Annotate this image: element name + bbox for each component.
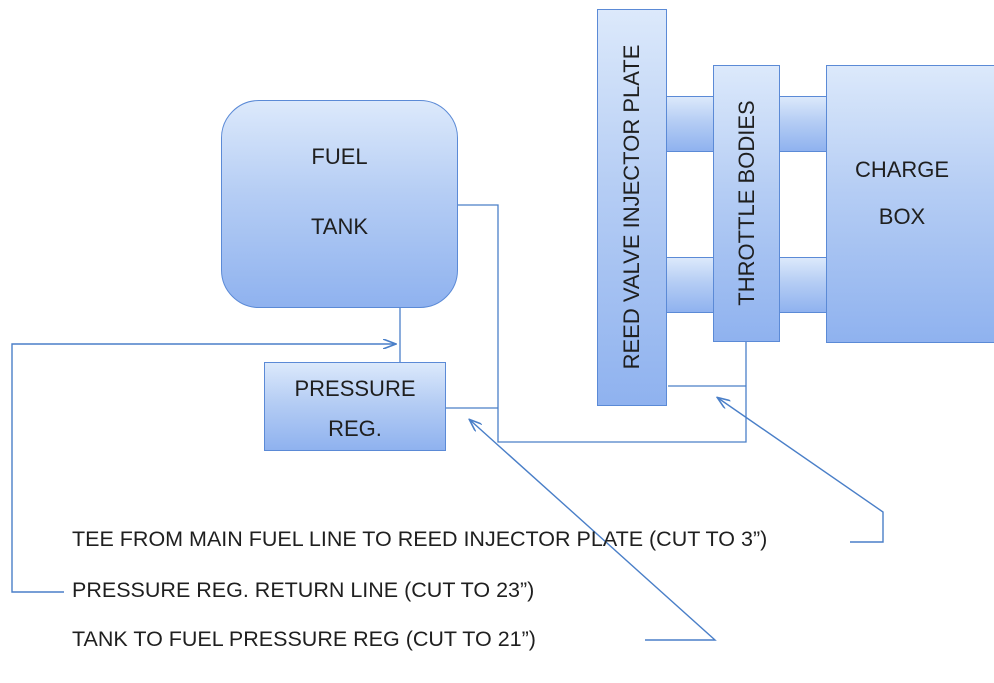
tank-callout-bracket <box>470 420 717 641</box>
connector-stub <box>779 257 827 313</box>
connector-stub <box>666 257 715 313</box>
callout-tank-line: TANK TO FUEL PRESSURE REG (CUT TO 21”) <box>72 627 536 651</box>
reed-plate-label: REED VALVE INJECTOR PLATE <box>619 44 644 370</box>
main-fuel-line <box>458 204 747 443</box>
pressure-reg-label-2: REG. <box>328 416 382 441</box>
fuel-tank-label-1: FUEL <box>311 144 368 169</box>
return-line-bracket <box>11 344 395 593</box>
fuel-tank <box>221 100 458 308</box>
callout-return-line: PRESSURE REG. RETURN LINE (CUT TO 23”) <box>72 578 535 602</box>
connector-stub <box>779 96 827 152</box>
tee-callout-bracket <box>718 398 884 543</box>
fuel-tank-label-2: TANK <box>310 214 369 239</box>
charge-box <box>826 65 994 343</box>
reed-valve-injector-plate <box>597 9 667 406</box>
connector-stub <box>666 96 715 152</box>
pressure-reg-label-1: PRESSURE <box>294 376 416 401</box>
throttle-bodies-label: THROTTLE BODIES <box>734 100 759 306</box>
callout-tee-line: TEE FROM MAIN FUEL LINE TO REED INJECTOR… <box>72 527 768 551</box>
charge-box-label-2: BOX <box>878 204 926 229</box>
charge-box-label-1: CHARGE <box>854 157 950 182</box>
throttle-bodies <box>713 65 780 342</box>
pressure-regulator <box>264 362 446 451</box>
